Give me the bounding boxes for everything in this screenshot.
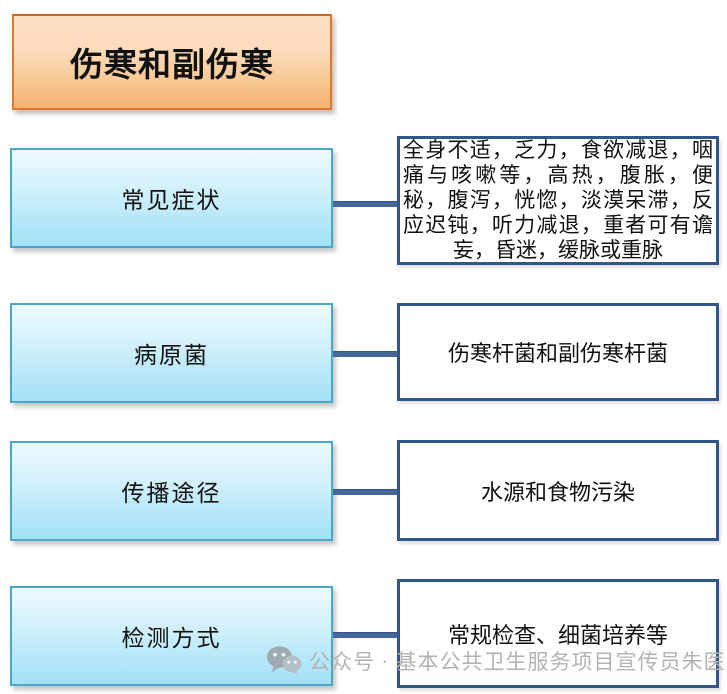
category-label: 病原菌 xyxy=(134,343,209,368)
watermark-text: 公众号 · 基本公共卫生服务项目宣传员朱医 xyxy=(309,649,726,674)
category-box-transmission: 传播途径 xyxy=(10,441,333,541)
category-label: 常见症状 xyxy=(121,188,222,213)
wechat-icon xyxy=(267,646,302,676)
category-box-detection: 检测方式 xyxy=(10,586,333,686)
title-box: 伤寒和副伤寒 xyxy=(12,14,332,110)
category-label: 传播途径 xyxy=(121,481,222,506)
detail-text: 常规检查、细菌培养等 xyxy=(447,622,668,648)
connector-line xyxy=(333,489,397,495)
connector-line xyxy=(333,201,397,207)
category-box-pathogen: 病原菌 xyxy=(10,303,333,403)
detail-text: 伤寒杆菌和副伤寒杆菌 xyxy=(447,341,668,366)
category-label: 检测方式 xyxy=(121,626,222,651)
detail-text: 全身不适，乏力，食欲减退，咽痛与咳嗽等，高热，腹胀，便秘，腹泻，恍惚，淡漠呆滞，… xyxy=(403,138,713,262)
connector-line xyxy=(333,351,397,357)
watermark: 公众号 · 基本公共卫生服务项目宣传员朱医 xyxy=(266,645,726,676)
detail-box-transmission: 水源和食物污染 xyxy=(397,440,719,541)
detail-box-symptoms: 全身不适，乏力，食欲减退，咽痛与咳嗽等，高热，腹胀，便秘，腹泻，恍惚，淡漠呆滞，… xyxy=(397,136,719,265)
category-box-symptoms: 常见症状 xyxy=(10,148,333,248)
detail-box-detection: 常规检查、细菌培养等 xyxy=(397,579,719,688)
page-title: 伤寒和副伤寒 xyxy=(70,48,274,84)
detail-box-pathogen: 伤寒杆菌和副伤寒杆菌 xyxy=(397,303,719,401)
detail-text: 水源和食物污染 xyxy=(480,479,635,505)
connector-line xyxy=(333,632,397,638)
